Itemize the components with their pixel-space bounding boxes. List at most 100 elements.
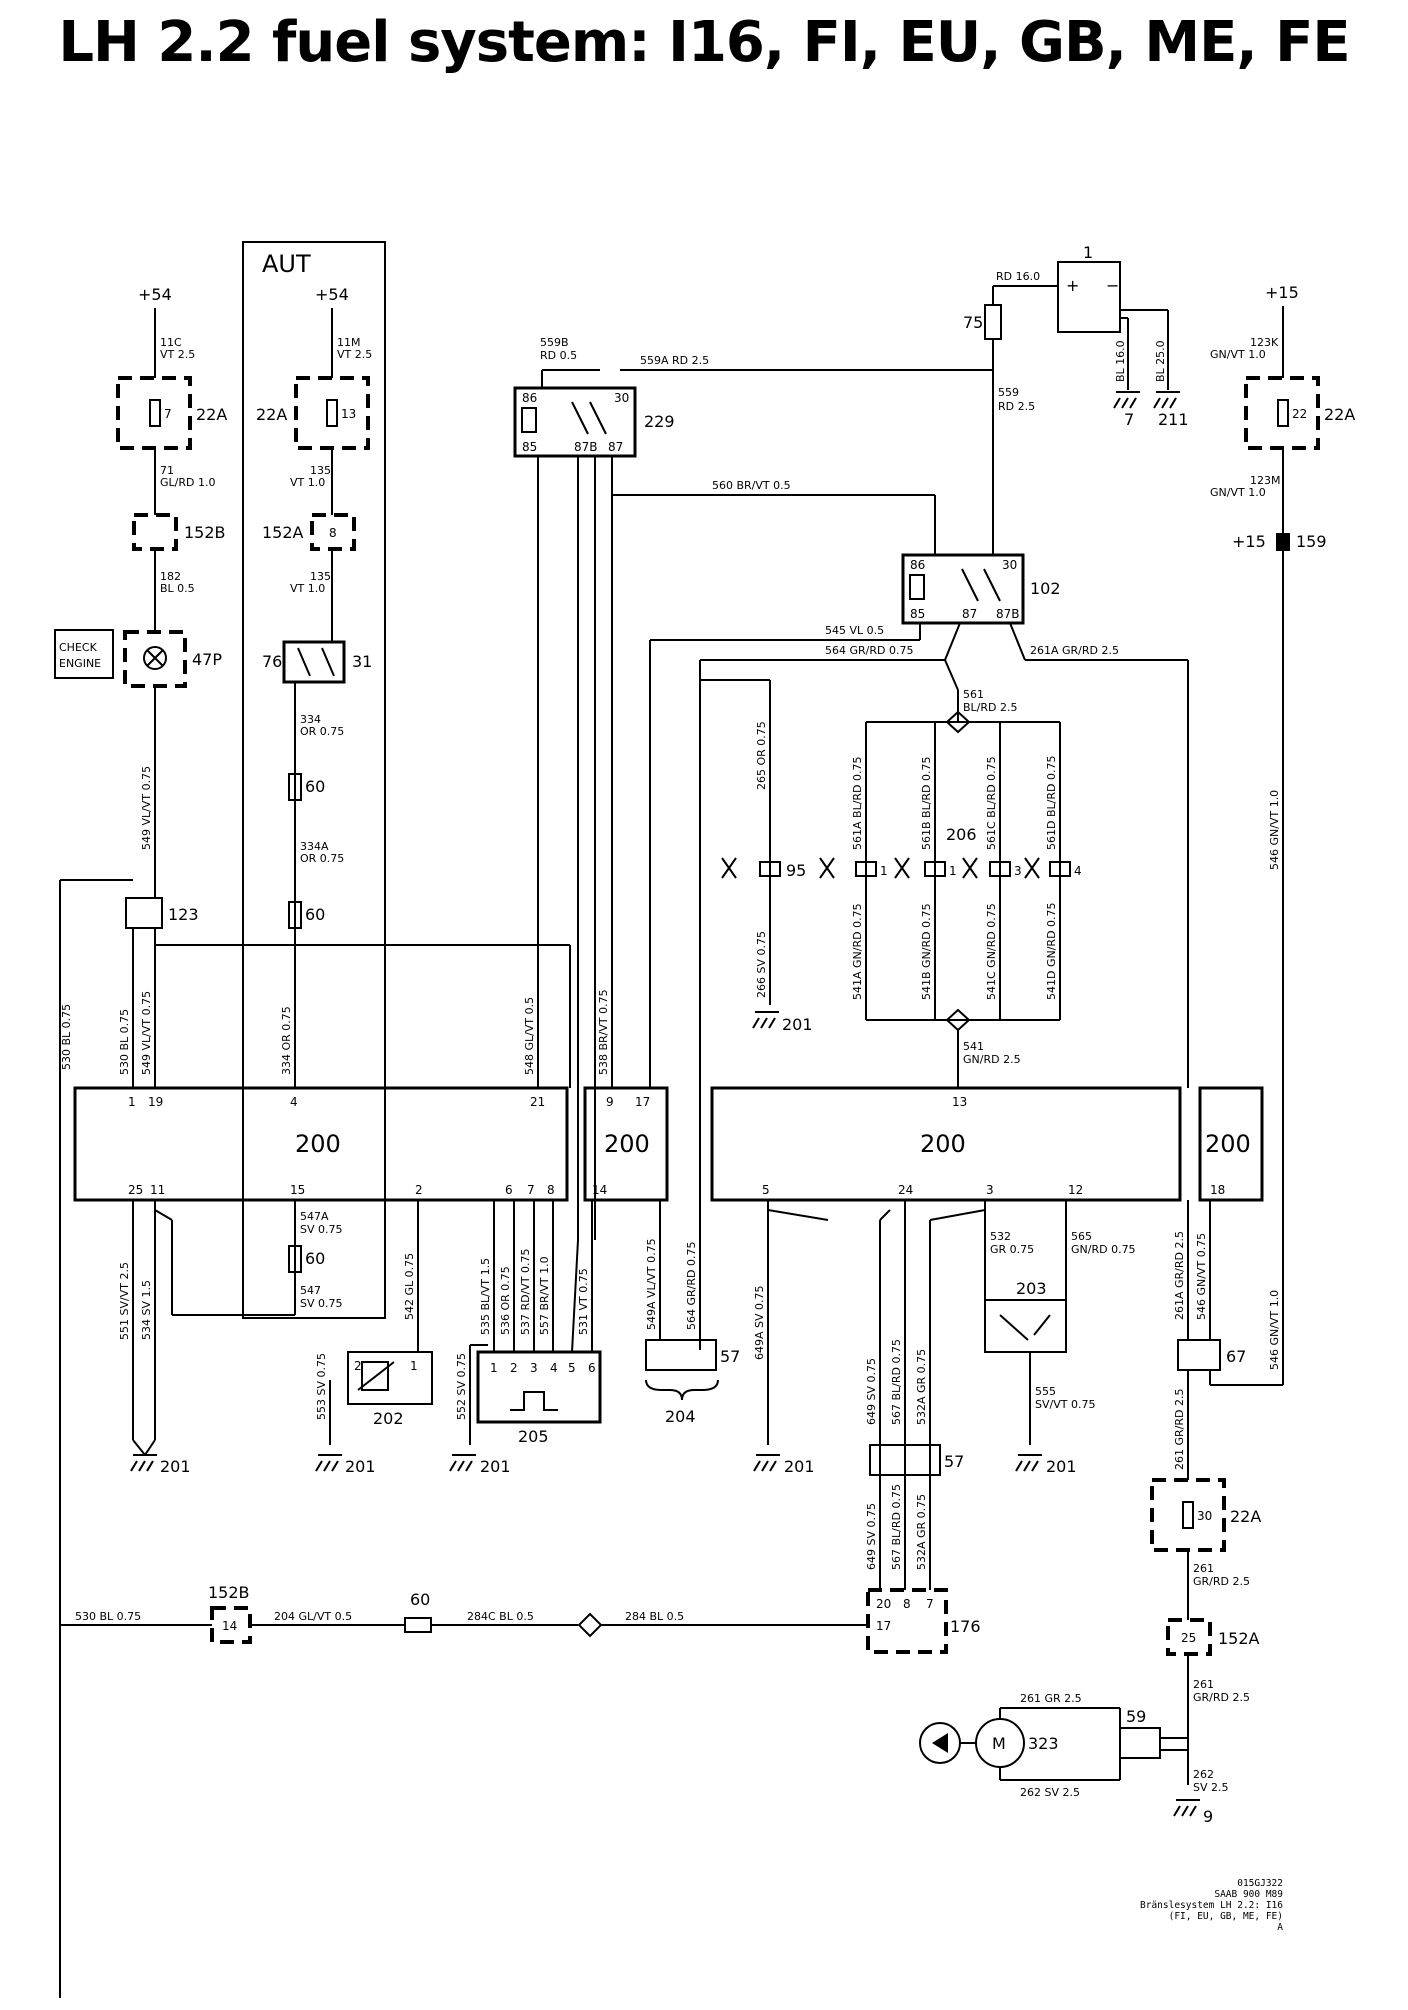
wire-label: 531 VT 0.75 (577, 1268, 590, 1335)
label-plus54-left: +54 (138, 285, 172, 304)
ground-icon (1113, 391, 1140, 409)
main-relay-229 (513, 386, 637, 458)
wire-label: 567 BL/RD 0.75 (890, 1339, 903, 1425)
wire-label: 261 GR 2.5 (1020, 1692, 1082, 1705)
wire-label: 123M (1250, 474, 1281, 487)
pin: 9 (606, 1095, 614, 1109)
drawing-model: SAAB 900 M89 (1214, 1889, 1283, 1900)
label-plus54-aut: +54 (315, 285, 349, 304)
drawing-revision: A (1277, 1922, 1283, 1933)
wire-label: 546 GN/VT 0.75 (1195, 1233, 1208, 1320)
label-206: 206 (946, 825, 977, 844)
wire-label: 532A GR 0.75 (915, 1349, 928, 1425)
wire-label: BL 25.0 (1154, 340, 1167, 382)
wire-label: 530 BL 0.75 (75, 1610, 141, 1623)
wire-label: 536 OR 0.75 (499, 1266, 512, 1335)
wire-label: 284C BL 0.5 (467, 1610, 534, 1623)
label-ground-201: 201 (784, 1457, 815, 1476)
pin: 1 (490, 1361, 498, 1375)
airflow-meter-205 (476, 1350, 602, 1424)
wire-label: 534 SV 1.5 (140, 1280, 153, 1340)
pin: 15 (290, 1183, 305, 1197)
diagram-title: LH 2.2 fuel system: I16, FI, EU, GB, ME,… (58, 10, 1350, 75)
svg-text:+: + (1066, 276, 1079, 295)
label-152a: 152A (262, 523, 304, 542)
wire-label: 559B (540, 336, 569, 349)
splice-159 (1276, 533, 1290, 551)
wire-label: 135 (310, 464, 331, 477)
pin: 4 (550, 1361, 558, 1375)
pin: 30 (1002, 558, 1017, 572)
wire-label: 649 SV 0.75 (865, 1358, 878, 1425)
wire-label: 541D GN/RD 0.75 (1045, 902, 1058, 1000)
pin: 3 (530, 1361, 538, 1375)
fuse-box-22a-pump (1150, 1478, 1226, 1552)
relay-coil-icon (909, 574, 925, 600)
label-battery: 1 (1083, 243, 1093, 262)
check-engine-text: CHECK (59, 641, 98, 654)
label-60: 60 (305, 905, 325, 924)
connector-123 (125, 897, 163, 929)
valve-icon (962, 857, 978, 879)
wire-label: 135 (310, 570, 331, 583)
label-200: 200 (604, 1130, 650, 1158)
wire-label: SV 0.75 (300, 1223, 343, 1236)
wire-label: SV/VT 0.75 (1035, 1398, 1095, 1411)
wire-label: 261A GR/RD 2.5 (1173, 1231, 1186, 1320)
fuse-box-22a-aut (294, 376, 370, 450)
fuse-icon (149, 399, 161, 427)
wire-label: 530 BL 0.75 (118, 1009, 131, 1075)
pin: 7 (164, 407, 172, 421)
pin: 6 (505, 1183, 513, 1197)
connector-176 (866, 1588, 948, 1654)
wire-label: OR 0.75 (300, 725, 344, 738)
connector-57 (869, 1444, 941, 1476)
wire-label: 552 SV 0.75 (455, 1353, 468, 1420)
label-59: 59 (1126, 1707, 1146, 1726)
lamp-icon (143, 646, 167, 670)
wire-label: GR/RD 2.5 (1193, 1575, 1250, 1588)
wire-label: 262 (1193, 1768, 1214, 1781)
wire-label: 567 BL/RD 0.75 (890, 1484, 903, 1570)
pin: 25 (1181, 1631, 1196, 1645)
wire-label: 549 VL/VT 0.75 (140, 991, 153, 1075)
label-204: 204 (665, 1407, 696, 1426)
wire-label: SV 0.75 (300, 1297, 343, 1310)
fuse-icon (326, 399, 338, 427)
wire-label: RD 16.0 (996, 270, 1040, 283)
splice-diamond (577, 1612, 603, 1638)
wire-label: 549A VL/VT 0.75 (645, 1238, 658, 1330)
wire-label: 266 SV 0.75 (755, 931, 768, 998)
wire-label: OR 0.75 (300, 852, 344, 865)
wire-label: 541 (963, 1040, 984, 1053)
pin: 14 (222, 1619, 237, 1633)
wire-label: 561C BL/RD 0.75 (985, 756, 998, 850)
wire-label: 649 SV 0.75 (865, 1503, 878, 1570)
pin: 19 (148, 1095, 163, 1109)
wire-label: 532 (990, 1230, 1011, 1243)
wire-label: GL/RD 1.0 (160, 476, 215, 489)
wire-label: 538 BR/VT 0.75 (597, 989, 610, 1075)
brace-icon (645, 1379, 719, 1401)
wire-label: 564 GR/RD 0.75 (825, 644, 913, 657)
wire-label: 555 (1035, 1385, 1056, 1398)
pin: 8 (903, 1597, 911, 1611)
pin: 18 (1210, 1183, 1225, 1197)
ecu-block-a (73, 1086, 569, 1202)
svg-text:1: 1 (410, 1359, 418, 1373)
label-75: 75 (963, 313, 983, 332)
wire-label: 560 BR/VT 0.5 (712, 479, 791, 492)
injector-circuit: 561 BL/RD 2.5 541 GN/RD 2.5 206 265 OR 0… (700, 679, 1082, 1088)
connector-204 (645, 1339, 717, 1371)
pin: 12 (1068, 1183, 1083, 1197)
injector-4 (1049, 861, 1071, 877)
wire-label: 284 BL 0.5 (625, 1610, 684, 1623)
wire-label: VT 1.0 (290, 476, 325, 489)
wire-label: 542 GL 0.75 (403, 1253, 416, 1320)
ecu-200: 200 1 19 4 21 25 11 15 2 6 7 8 200 9 17 … (73, 1086, 1264, 1202)
pulse-icon (510, 1391, 558, 1411)
wire-label: 261 (1193, 1678, 1214, 1691)
wire-label: GN/VT 1.0 (1210, 486, 1266, 499)
label-ground-201: 201 (782, 1015, 813, 1034)
fuel-pump-circuit: 261A GR/RD 2.5 546 GN/VT 0.75 67 546 GN/… (919, 1200, 1283, 1826)
